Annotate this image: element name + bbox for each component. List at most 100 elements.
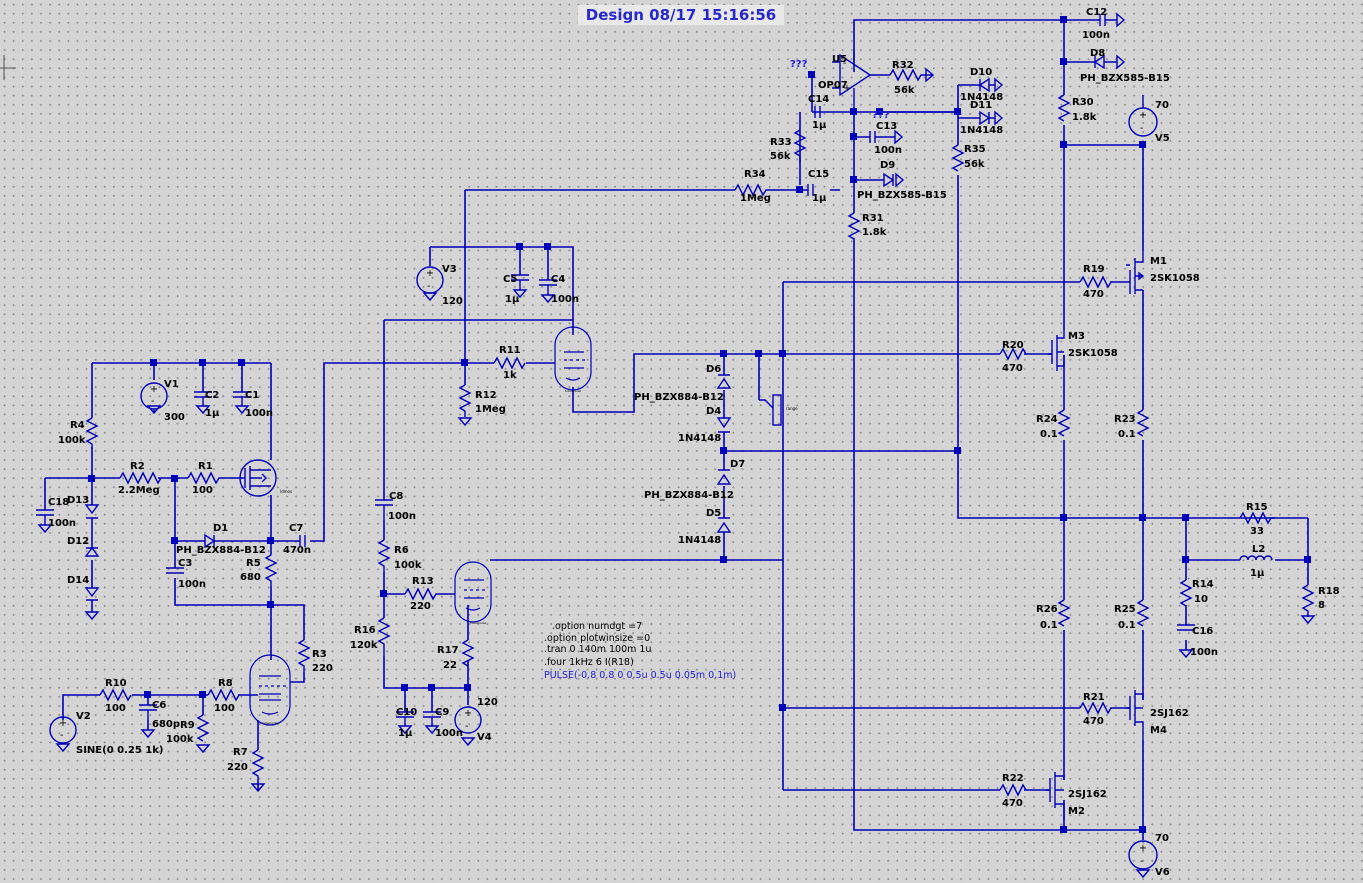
spice-directives[interactable]: .option numdgt =7 .option plotwinsize =0… [544,621,736,681]
diode-D11 [975,110,995,126]
value-R4: 100k [58,435,86,446]
diode-D14 [84,587,100,601]
resistor-R16 [377,617,391,656]
capacitor-C18 [36,509,54,525]
label-R26: R26 [1036,604,1058,615]
source-V6: +- [1128,840,1158,870]
label-C8: C8 [389,491,403,502]
resistor-R26 [1057,599,1071,627]
capacitor-C3 [166,567,184,574]
label-C16: C16 [1192,626,1213,637]
label-R25: R25 [1114,604,1136,615]
label-L2: L2 [1252,544,1265,555]
capacitor-C8 [375,499,393,520]
value-C18: 100n [48,518,76,529]
label-M4: M4 [1150,725,1167,736]
label-D8: D8 [1090,48,1105,59]
label-R24: R24 [1036,414,1058,425]
diode-D5 [716,517,732,533]
value-C4: 100n [551,294,579,305]
capacitor-C15 [807,184,814,196]
value-V3: 120 [442,296,463,307]
value-C9: 100n [435,728,463,739]
label-R23: R23 [1114,414,1136,425]
label-C18: C18 [48,497,69,508]
value-D5: 1N4148 [678,535,721,546]
value-R35: 56k [964,159,985,170]
label-C14: C14 [808,94,829,105]
svg-text:-: - [843,58,846,69]
diode-D10 [975,77,995,93]
capacitor-C4 [539,279,557,295]
value-M4: 2SJ162 [1150,708,1189,719]
directive-plotwinsize: .option plotwinsize =0 [544,633,650,644]
capacitor-C5 [511,274,529,290]
value-R25: 0.1 [1118,620,1136,631]
value-C2: 1µ [205,408,220,419]
svg-text:+: + [843,83,851,94]
value-R8: 100 [214,703,235,714]
label-C15: C15 [808,169,829,180]
label-R15: R15 [1246,502,1268,513]
diode-D12 [84,546,100,557]
resistor-R7 [251,749,265,780]
value-C7: 470n [283,545,311,556]
resistor-R13 [404,587,440,601]
value-C14: 1µ [812,120,827,131]
resistor-R33 [793,129,807,162]
capacitor-C10 [396,711,414,726]
resistors [85,68,1315,797]
value-R22: 470 [1002,798,1023,809]
resistor-R8 [207,688,240,702]
value-R20: 470 [1002,363,1023,374]
label-R20: R20 [1002,340,1024,351]
label-R11: R11 [499,345,521,356]
label-R1: R1 [198,461,213,472]
label-R34: R34 [744,169,766,180]
svg-text:tubemodel: tubemodel [565,389,581,393]
label-V6: V6 [1155,867,1170,878]
component-labels: C12 100n D8 PH_BZX585-B15 U5 OP07 R32 56… [48,7,1340,878]
ground-symbols [37,12,1316,879]
svg-text:ldmos: ldmos [280,489,292,494]
value-D7: PH_BZX884-B12 [644,490,734,501]
label-D10: D10 [970,67,992,78]
label-M2: M2 [1068,806,1085,817]
pulse-spec: PULSE(-0.8 0.8 0 0.5u 0.5u 0.05m 0.1m) [544,670,736,681]
capacitor-C6 [139,704,157,720]
value-R12: 1Meg [475,404,506,415]
resistor-R3 [297,639,311,672]
capacitor-C1 [233,391,251,406]
source-V3: +- [416,266,444,294]
svg-text:-: - [1140,856,1143,867]
value-M3: 2SK1058 [1068,348,1118,359]
value-R19: 470 [1083,289,1104,300]
capacitor-C16 [1177,624,1195,631]
diode-D13 [84,504,100,519]
label-D6: D6 [706,364,721,375]
capacitor-C14 [814,106,821,118]
value-D8: PH_BZX585-B15 [1080,73,1170,84]
label-D14: D14 [67,575,89,586]
label-R31: R31 [862,213,884,224]
svg-text:+: + [59,718,67,729]
label-C1: C1 [245,390,259,401]
value-R33: 56k [770,151,791,162]
value-C8: 100n [388,511,416,522]
label-M3: M3 [1068,331,1085,342]
diode-D1 [204,533,228,549]
resistor-R1 [187,471,222,485]
label-M1: M1 [1150,256,1167,267]
label-D9: D9 [880,160,895,171]
schematic-title: Design 08/17 15:16:56 [578,5,784,25]
label-R7: R7 [233,747,248,758]
label-D7: D7 [730,459,745,470]
label-C7: C7 [289,523,303,534]
value-D11: 1N4148 [960,125,1003,136]
label-D4: D4 [706,406,721,417]
label-R30: R30 [1072,97,1094,108]
svg-text:+: + [1139,110,1147,121]
value-R24: 0.1 [1040,429,1058,440]
mosfet-M3 [1048,330,1065,371]
